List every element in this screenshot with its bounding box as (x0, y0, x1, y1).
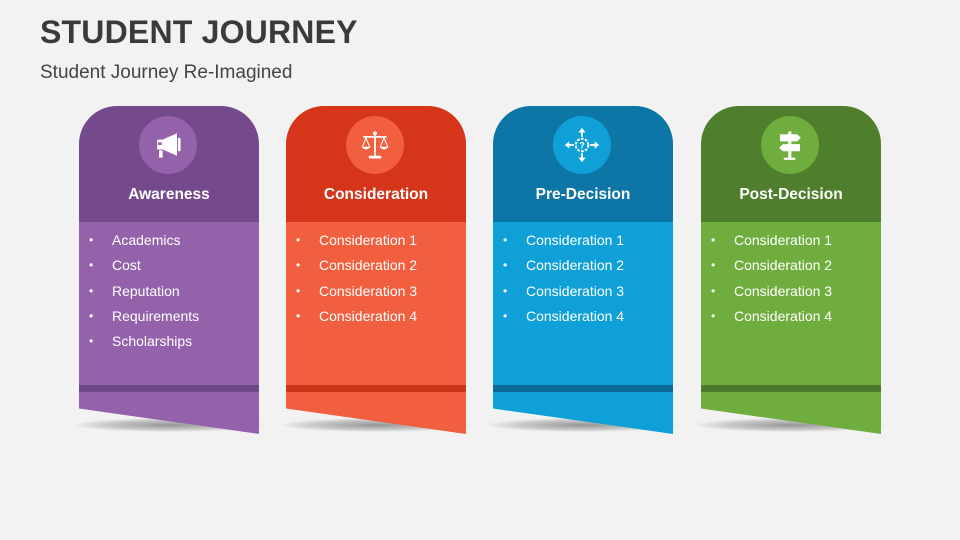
list-item: Requirements (89, 306, 254, 331)
signpost-icon (761, 116, 819, 174)
card-divider (79, 385, 259, 392)
list-item: Consideration 4 (296, 306, 461, 331)
item-list: Consideration 1 Consideration 2 Consider… (711, 230, 876, 331)
card-header: Post-Decision (701, 106, 881, 222)
list-item: Consideration 3 (711, 281, 876, 306)
list-item: Consideration 4 (503, 306, 668, 331)
list-item: Consideration 2 (711, 255, 876, 280)
decision-arrows-icon: ? (553, 116, 611, 174)
slide-title: STUDENT JOURNEY (40, 14, 358, 50)
list-item: Scholarships (89, 331, 254, 356)
item-list: Academics Cost Reputation Requirements S… (89, 230, 254, 356)
list-item: Consideration 3 (296, 281, 461, 306)
card-title: Pre-Decision (535, 186, 631, 203)
scales-icon (346, 116, 404, 174)
card-divider (701, 385, 881, 392)
list-item: Consideration 2 (503, 255, 668, 280)
list-item: Consideration 1 (296, 230, 461, 255)
slide-subtitle: Student Journey Re-Imagined (40, 62, 293, 83)
list-item: Cost (89, 255, 254, 280)
card-divider (493, 385, 673, 392)
card-awareness: Awareness Academics Cost Reputation Requ… (73, 106, 265, 436)
megaphone-icon (139, 116, 197, 174)
card-title: Post-Decision (739, 186, 843, 203)
list-item: Reputation (89, 281, 254, 306)
card-divider (286, 385, 466, 392)
item-list: Consideration 1 Consideration 2 Consider… (296, 230, 461, 331)
list-item: Consideration 3 (503, 281, 668, 306)
list-item: Consideration 2 (296, 255, 461, 280)
card-post-decision: Post-Decision Consideration 1 Considerat… (695, 106, 887, 436)
svg-text:?: ? (579, 141, 585, 151)
card-title: Awareness (128, 186, 210, 203)
item-list: Consideration 1 Consideration 2 Consider… (503, 230, 668, 331)
card-header: Consideration (286, 106, 466, 222)
list-item: Academics (89, 230, 254, 255)
card-header: Awareness (79, 106, 259, 222)
card-header: ? Pre-Decision (493, 106, 673, 222)
list-item: Consideration 1 (503, 230, 668, 255)
card-title: Consideration (323, 186, 429, 203)
list-item: Consideration 4 (711, 306, 876, 331)
card-pre-decision: ? Pre-Decision Consideration 1 Considera… (487, 106, 679, 436)
card-consideration: Consideration Consideration 1 Considerat… (280, 106, 472, 436)
list-item: Consideration 1 (711, 230, 876, 255)
